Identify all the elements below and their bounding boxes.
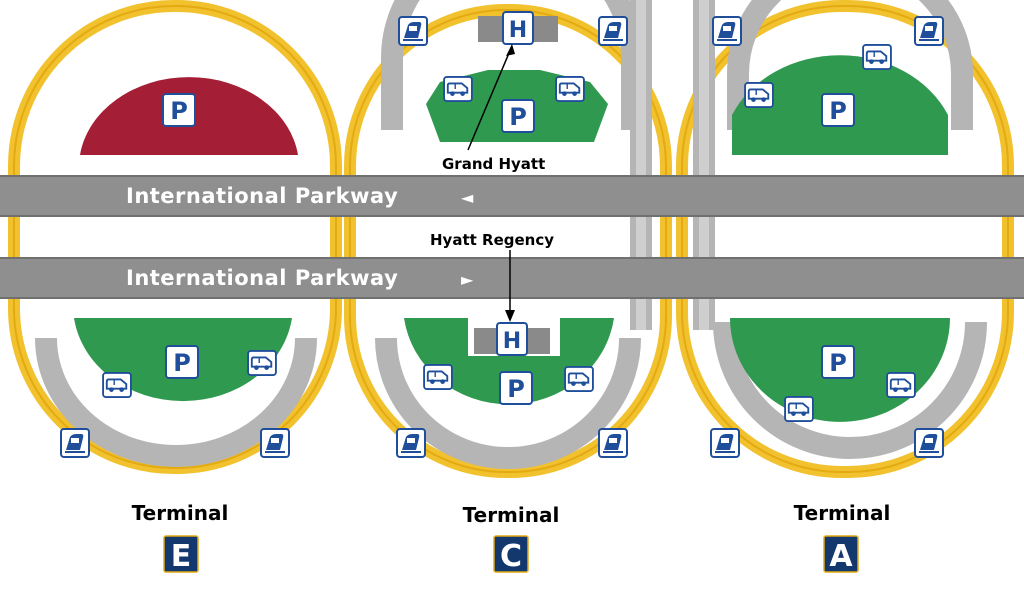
road-label-lower: International Parkway bbox=[126, 266, 398, 290]
shuttle-icon bbox=[784, 396, 814, 422]
shuttle-icon bbox=[247, 350, 277, 376]
svg-text:H: H bbox=[509, 18, 527, 43]
grand-hyatt-pointer bbox=[467, 45, 513, 151]
shuttle-icon bbox=[886, 372, 916, 398]
road-label-upper: International Parkway bbox=[126, 184, 398, 208]
shuttle-icon bbox=[423, 364, 453, 390]
concourse-a-bottom bbox=[713, 321, 987, 459]
shuttle-icon bbox=[744, 82, 774, 108]
svg-text:P: P bbox=[829, 349, 847, 377]
train-icon bbox=[60, 428, 90, 458]
svg-text:P: P bbox=[507, 375, 525, 403]
terminal-loops bbox=[8, 0, 1014, 478]
parking-icon: P bbox=[821, 93, 855, 127]
train-icon bbox=[914, 16, 944, 46]
train-icon bbox=[260, 428, 290, 458]
train-icon bbox=[712, 16, 742, 46]
loop-e-outline-edge bbox=[13, 5, 337, 469]
road-arrow-left-icon: ◄ bbox=[461, 188, 474, 207]
svg-text:P: P bbox=[173, 349, 191, 377]
parking-signs: P P P P P P bbox=[162, 93, 855, 405]
terminal-e-letter: E bbox=[171, 539, 192, 574]
roads: International Parkway ◄ International Pa… bbox=[0, 175, 1024, 299]
terminal-a-label: Terminal bbox=[794, 501, 891, 525]
hotel-icon: H bbox=[502, 11, 534, 45]
concourses bbox=[35, 0, 987, 469]
train-icon bbox=[710, 428, 740, 458]
terminal-a-badge bbox=[823, 535, 859, 573]
parking-lot-c-bottom bbox=[404, 318, 614, 405]
parking-icon: P bbox=[499, 371, 533, 405]
parking-icon: P bbox=[162, 93, 196, 127]
parking-icon: P bbox=[165, 345, 199, 379]
train-icon bbox=[598, 428, 628, 458]
loop-c-outline-edge bbox=[349, 9, 667, 473]
loop-a-outline-edge bbox=[681, 5, 1009, 473]
terminal-e-badge bbox=[163, 535, 199, 573]
train-icon bbox=[598, 16, 628, 46]
svg-text:P: P bbox=[170, 97, 188, 125]
parking-icon: P bbox=[821, 345, 855, 379]
shuttle-icon bbox=[862, 44, 892, 70]
hotels: H H Grand Hyatt Hyatt Regency bbox=[430, 11, 580, 356]
shuttle-icon bbox=[564, 366, 594, 392]
svg-text:P: P bbox=[829, 97, 847, 125]
parking-icon: P bbox=[501, 99, 535, 133]
international-parkway-lower bbox=[0, 258, 1024, 298]
grand-hyatt-label: Grand Hyatt bbox=[442, 155, 545, 173]
terminal-c-label: Terminal bbox=[463, 503, 560, 527]
train-icon bbox=[396, 428, 426, 458]
concourse-c-top bbox=[381, 0, 643, 130]
terminal-c-badge bbox=[493, 535, 529, 573]
concourse-c-bottom bbox=[375, 337, 641, 469]
train-icon bbox=[398, 16, 428, 46]
svg-text:P: P bbox=[509, 103, 527, 131]
shuttle-icon bbox=[555, 76, 585, 102]
international-parkway-upper bbox=[0, 176, 1024, 216]
svg-text:H: H bbox=[503, 329, 521, 354]
terminal-labels: Terminal E Terminal C Terminal A bbox=[132, 501, 891, 574]
terminal-c-letter: C bbox=[500, 539, 522, 574]
terminal-a-letter: A bbox=[829, 539, 853, 574]
road-arrow-right-icon: ► bbox=[461, 270, 474, 289]
concourse-e-bottom bbox=[35, 337, 317, 467]
terminal-e-label: Terminal bbox=[132, 501, 229, 525]
shuttle-icon bbox=[102, 372, 132, 398]
hotel-icon: H bbox=[496, 322, 528, 356]
concourse-a-top bbox=[727, 0, 973, 130]
shuttle-icon bbox=[443, 76, 473, 102]
hyatt-regency-label: Hyatt Regency bbox=[430, 231, 554, 249]
train-icon bbox=[914, 428, 944, 458]
